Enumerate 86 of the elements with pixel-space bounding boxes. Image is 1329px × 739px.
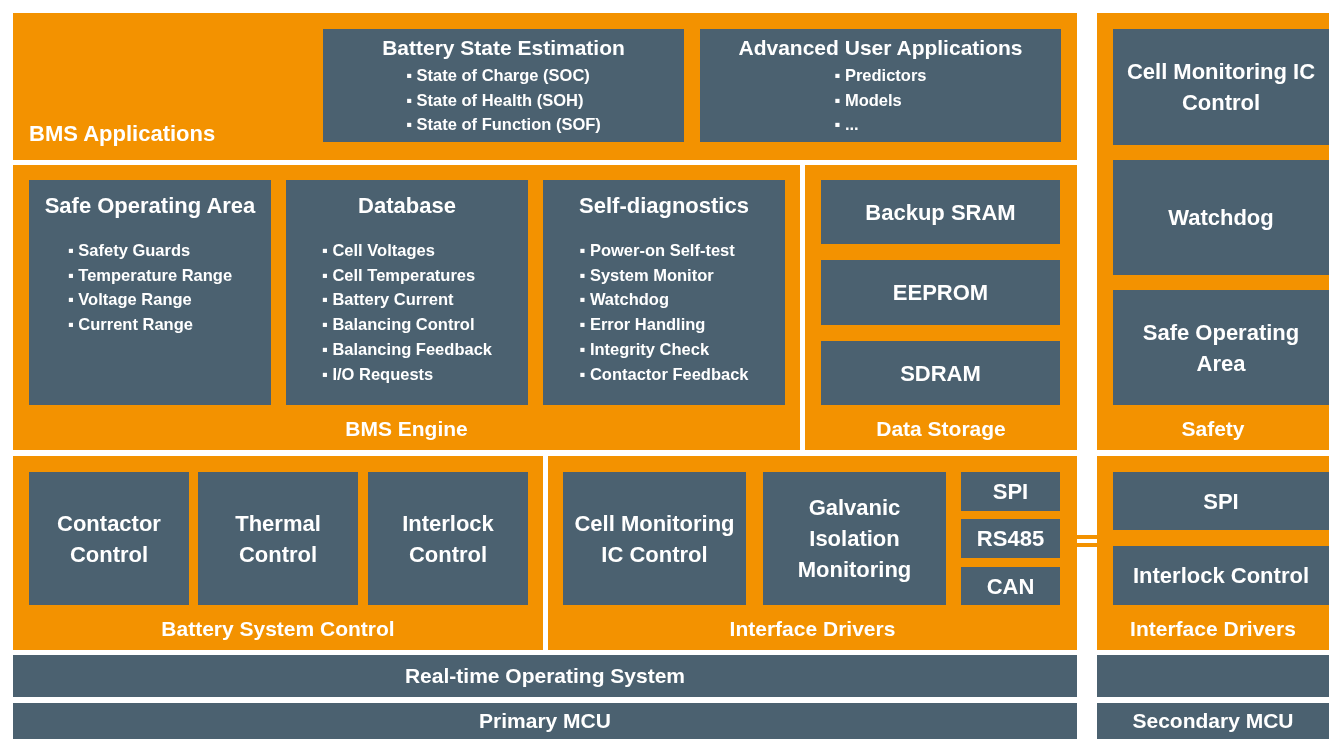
module-label: Real-time Operating System	[404, 663, 686, 690]
layer-label: Battery System Control	[161, 615, 395, 642]
module-box	[1113, 160, 1329, 275]
module-label: SPI	[992, 478, 1029, 506]
module-box	[198, 472, 358, 605]
module-label: Safe Operating Area	[1141, 318, 1301, 378]
module-label: Cell Monitoring IC Control	[1125, 58, 1317, 117]
module-label: SPI	[1203, 487, 1239, 516]
module-box	[763, 472, 946, 605]
module-box	[1113, 290, 1329, 405]
layer-bar	[13, 703, 1077, 739]
list-item: ▪ Power-on Self-test	[579, 240, 736, 261]
module-box	[323, 29, 684, 142]
list-item: ▪ Error Handling	[579, 314, 707, 336]
module-box	[1113, 472, 1329, 530]
module-title: Battery State Estimation	[382, 35, 625, 61]
module-box	[29, 472, 189, 605]
module-box	[29, 180, 271, 405]
module-title: Safe Operating Area	[44, 192, 256, 220]
module-label: RS485	[976, 525, 1045, 553]
module-box	[821, 341, 1060, 405]
list-item: ▪ Integrity Check	[579, 338, 711, 360]
list-item: ▪ State of Health (SOH)	[406, 89, 585, 111]
list-item: ▪ ...	[834, 114, 860, 136]
layer-label: Interface Drivers	[1130, 615, 1296, 642]
layer-panel	[1097, 13, 1329, 450]
double-connector	[1075, 535, 1099, 547]
list-item: ▪ State of Charge (SOC)	[406, 65, 591, 86]
module-label: Cell Monitoring IC Control	[573, 509, 736, 569]
module-box	[1113, 546, 1329, 605]
list-item: ▪ Predictors	[834, 65, 927, 86]
list-item: ▪ Watchdog	[579, 289, 671, 311]
module-box	[368, 472, 528, 605]
list-item: ▪ Models	[834, 89, 903, 111]
list-item: ▪ Current Range	[67, 314, 194, 336]
layer-panel	[13, 13, 1077, 160]
layer-label: BMS Engine	[345, 415, 468, 442]
list-item: ▪ System Monitor	[579, 264, 715, 286]
module-box	[700, 29, 1061, 142]
module-box	[961, 519, 1060, 558]
layer-bar	[1097, 655, 1329, 697]
list-item: ▪ Cell Temperatures	[322, 264, 477, 286]
list-item: ▪ Battery Current	[322, 289, 455, 311]
module-label: Secondary MCU	[1132, 708, 1294, 735]
module-label: Primary MCU	[479, 708, 611, 735]
module-label: CAN	[986, 572, 1035, 601]
layer-panel	[548, 456, 1077, 650]
module-title: Self-diagnostics	[579, 192, 749, 220]
module-box	[286, 180, 528, 405]
module-label: Watchdog	[1168, 204, 1274, 232]
module-box	[821, 260, 1060, 325]
list-item: ▪ Safety Guards	[67, 240, 192, 261]
layer-bar	[13, 655, 1077, 697]
list-item: ▪ Contactor Feedback	[579, 363, 749, 385]
layer-label: Data Storage	[876, 415, 1006, 442]
module-label: Interlock Control	[1133, 562, 1309, 590]
layer-panel	[13, 456, 543, 650]
layer-panel	[13, 165, 800, 450]
module-label: Backup SRAM	[865, 198, 1016, 227]
module-box	[961, 472, 1060, 511]
module-label: Contactor Control	[56, 509, 162, 569]
module-title: Advanced User Applications	[738, 35, 1023, 61]
module-box	[1113, 29, 1329, 145]
list-item: ▪ Voltage Range	[67, 289, 193, 311]
module-label: EEPROM	[892, 279, 989, 307]
module-label: Interlock Control	[401, 509, 495, 569]
list-item: ▪ I/O Requests	[322, 363, 435, 385]
list-item: ▪ Balancing Control	[322, 314, 476, 336]
list-item: ▪ Cell Voltages	[322, 240, 436, 261]
layer-label: Interface Drivers	[729, 615, 896, 642]
layer-panel	[805, 165, 1077, 450]
list-item: ▪ Temperature Range	[67, 264, 233, 286]
layer-panel	[1097, 456, 1329, 650]
module-label: Thermal Control	[234, 509, 322, 569]
layer-label: BMS Applications	[29, 121, 216, 146]
list-item: ▪ State of Function (SOF)	[406, 114, 601, 136]
layer-bar	[1097, 703, 1329, 739]
module-label: SDRAM	[900, 359, 981, 388]
module-box	[821, 180, 1060, 244]
module-title: Database	[358, 192, 456, 220]
module-box	[961, 567, 1060, 605]
layer-label: Safety	[1181, 415, 1245, 442]
list-item: ▪ Balancing Feedback	[322, 338, 492, 360]
module-box	[543, 180, 785, 405]
module-label: Galvanic Isolation Monitoring	[796, 494, 913, 584]
module-box	[563, 472, 746, 605]
